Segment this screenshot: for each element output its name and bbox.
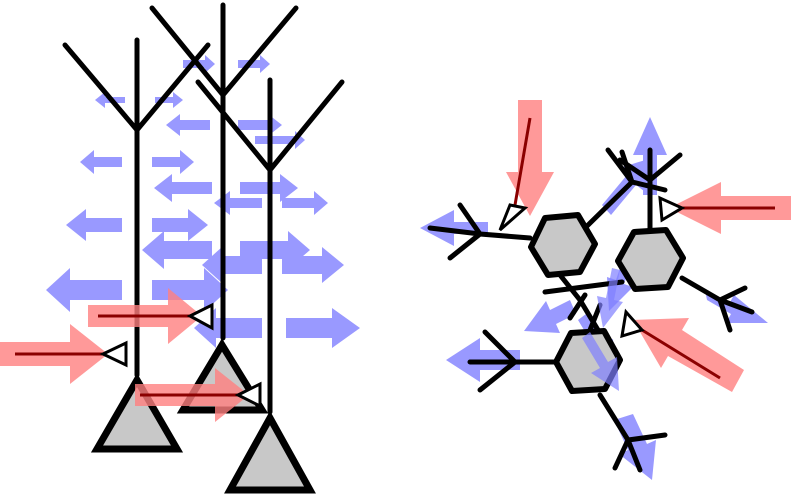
field-arrow — [80, 150, 122, 174]
soma-triangle-c — [224, 410, 316, 494]
dendrite-neuron-3 — [467, 302, 668, 473]
synapse-terminal — [620, 308, 645, 339]
soma-triangle-a — [90, 373, 184, 453]
field-arrow — [214, 191, 262, 215]
synapse-terminal — [186, 302, 214, 331]
input-axon — [641, 328, 721, 380]
synapse-terminal — [498, 203, 529, 232]
right-input-arrows — [498, 100, 791, 392]
field-arrow — [238, 55, 270, 73]
right-field-arrows-over — [582, 268, 623, 391]
right-panel-radial-neurons — [420, 100, 791, 480]
field-arrow — [255, 131, 305, 149]
field-arrow — [524, 300, 576, 333]
field-arrow — [202, 247, 262, 283]
left-somas — [90, 338, 316, 494]
field-arrow — [238, 114, 282, 136]
synapse-terminal — [99, 340, 128, 368]
soma-hexagon-2 — [615, 227, 686, 292]
field-arrow — [154, 174, 212, 202]
right-somas — [528, 212, 686, 394]
dendrite-neuron-c — [195, 77, 345, 415]
synapse-terminal — [658, 195, 686, 223]
input-axon — [513, 117, 532, 206]
input-arrow — [506, 100, 554, 216]
field-arrow — [282, 191, 328, 215]
dendrite-neuron-2 — [542, 147, 755, 333]
field-arrow — [155, 92, 183, 108]
field-arrow — [597, 268, 623, 328]
dendrite-neuron-b — [149, 2, 299, 341]
field-arrow — [152, 209, 208, 241]
left-field-arrows — [46, 55, 360, 348]
field-arrow — [66, 209, 122, 241]
field-arrow — [46, 268, 122, 312]
right-dendrites — [427, 147, 755, 473]
field-arrow — [152, 150, 194, 174]
field-arrow — [166, 114, 210, 136]
field-arrow — [142, 231, 212, 269]
soma-hexagon-1 — [528, 212, 598, 278]
left-input-arrows — [0, 288, 262, 422]
field-arrow — [582, 332, 619, 391]
synapse-terminal — [234, 381, 262, 409]
field-arrow — [420, 210, 488, 246]
field-arrow — [286, 308, 360, 348]
left-panel-aligned-neurons — [0, 2, 360, 494]
field-arrow — [282, 247, 344, 283]
field-arrow — [152, 268, 228, 312]
input-arrow — [633, 318, 744, 392]
